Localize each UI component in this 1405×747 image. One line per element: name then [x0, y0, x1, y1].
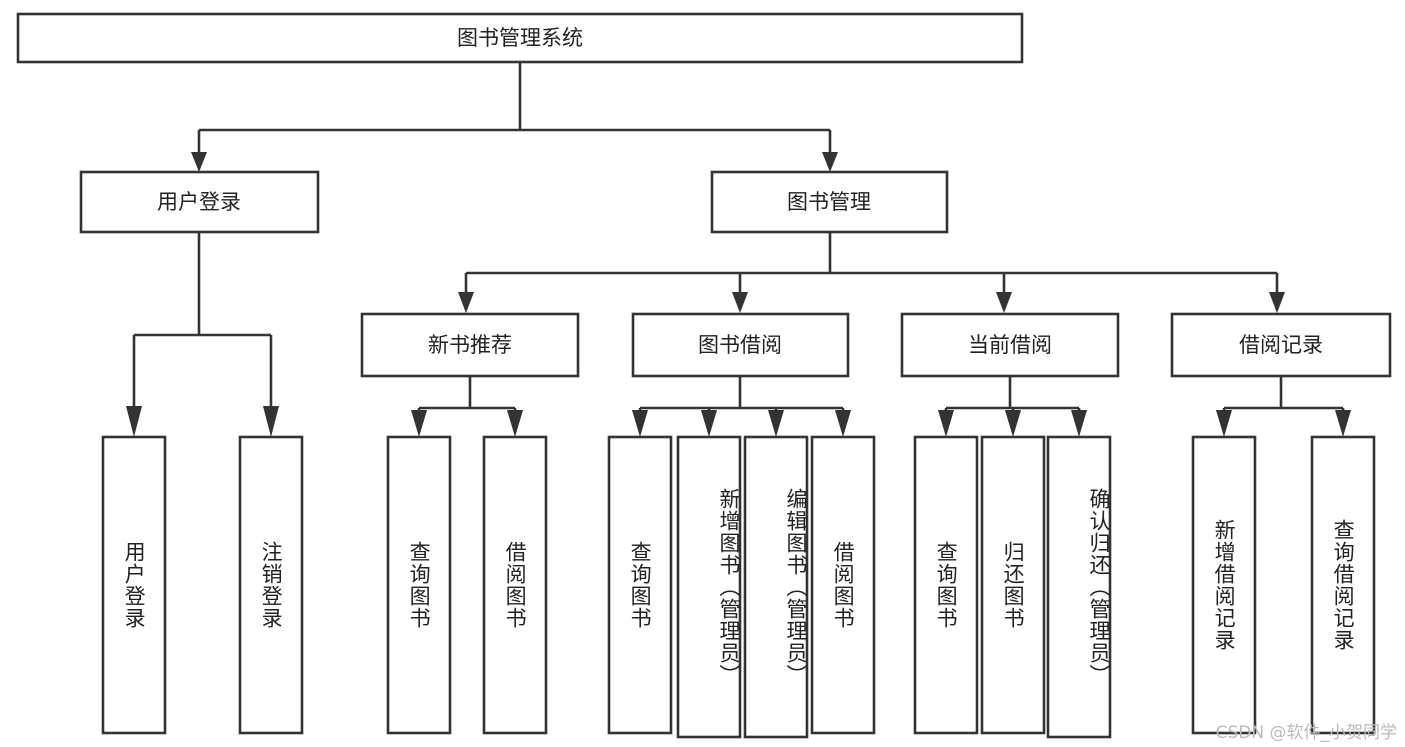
node-box-leaf-current-borrow-2[interactable]	[1046, 435, 1112, 739]
arrow-bookborrow-leaf-3	[768, 410, 784, 437]
label-new-book-recommend: 新书推荐	[428, 333, 512, 357]
label-book-manage: 图书管理	[787, 190, 871, 214]
node-box-leaf-borrow-record-0[interactable]	[1191, 435, 1257, 735]
arrow-newbook-leaf-1	[411, 410, 427, 437]
arrow-to-new-book	[458, 292, 474, 313]
node-box-book-borrow[interactable]	[631, 312, 850, 378]
node-box-leaf-new-book-0[interactable]	[386, 435, 452, 735]
arrow-currentborrow-leaf-2	[1005, 410, 1021, 437]
horizontal-labels-group: 图书管理系统 用户登录 图书管理 新书推荐 图书借阅 当前借阅 借阅记录	[157, 26, 1323, 357]
node-box-leaf-borrow-record-1[interactable]	[1310, 435, 1376, 735]
label-user-login: 用户登录	[157, 190, 241, 214]
node-box-leaf-book-borrow-0[interactable]	[607, 435, 673, 735]
node-box-user-login[interactable]	[79, 170, 320, 234]
arrow-to-user-login	[191, 152, 207, 172]
edges-group	[126, 62, 1351, 437]
arrow-currentborrow-leaf-1	[938, 410, 954, 437]
arrow-bookborrow-leaf-1	[632, 410, 648, 437]
arrow-to-book-borrow	[732, 292, 748, 313]
label-book-borrow: 图书借阅	[698, 333, 782, 357]
arrow-to-borrow-record	[1269, 292, 1285, 313]
arrow-borrowrecord-leaf-1	[1216, 410, 1232, 437]
label-current-borrow: 当前借阅	[968, 333, 1052, 357]
node-boxes-group	[16, 12, 1392, 739]
arrow-to-current-borrow	[996, 292, 1012, 313]
node-box-current-borrow[interactable]	[900, 312, 1120, 378]
arrow-newbook-leaf-2	[507, 410, 523, 437]
arrow-to-book-manage	[822, 152, 838, 172]
node-box-new-book-recommend[interactable]	[360, 312, 580, 378]
node-box-leaf-book-borrow-2[interactable]	[743, 435, 809, 739]
node-box-leaf-new-book-1[interactable]	[482, 435, 548, 735]
arrow-userlogin-leaf-1	[126, 406, 142, 437]
node-box-borrow-record[interactable]	[1170, 312, 1392, 378]
arrow-bookborrow-leaf-4	[835, 410, 851, 437]
label-root: 图书管理系统	[457, 26, 583, 50]
csdn-watermark: CSDN @软件_小贺同学	[1215, 723, 1397, 743]
label-borrow-record: 借阅记录	[1239, 333, 1323, 357]
node-box-book-manage[interactable]	[710, 170, 949, 234]
node-box-leaf-user-login-1[interactable]	[238, 435, 304, 735]
arrow-bookborrow-leaf-2	[701, 410, 717, 437]
node-box-leaf-book-borrow-3[interactable]	[810, 435, 876, 735]
node-box-leaf-current-borrow-0[interactable]	[913, 435, 979, 735]
arrow-userlogin-leaf-2	[263, 406, 279, 437]
node-box-leaf-current-borrow-1[interactable]	[980, 435, 1046, 735]
node-box-leaf-book-borrow-1[interactable]	[676, 435, 742, 739]
arrow-currentborrow-leaf-3	[1071, 410, 1087, 437]
node-box-leaf-user-login-0[interactable]	[101, 435, 167, 735]
arrow-borrowrecord-leaf-2	[1335, 410, 1351, 437]
node-box-root[interactable]	[16, 12, 1024, 64]
